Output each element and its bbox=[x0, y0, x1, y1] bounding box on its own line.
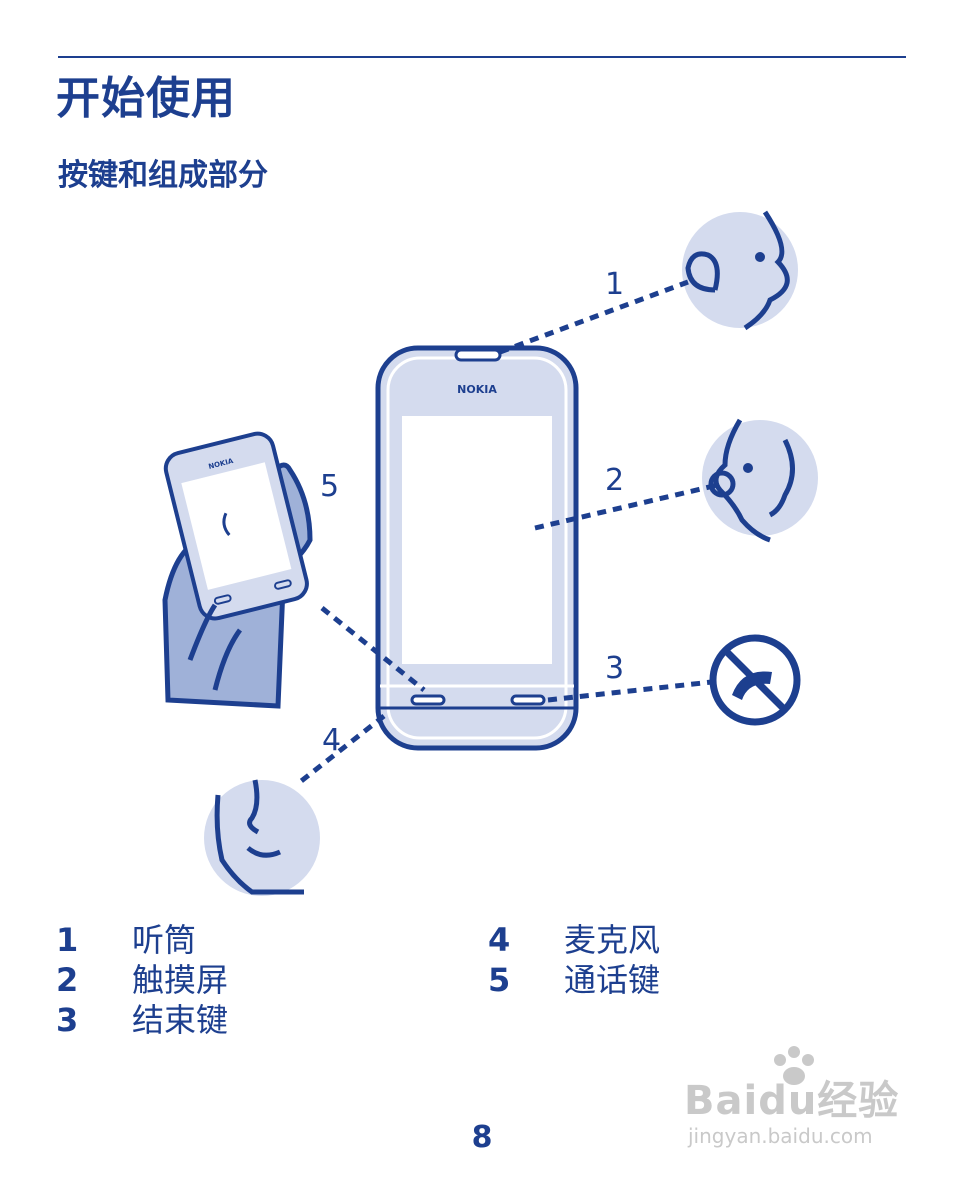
legend-item: 4 麦克风 bbox=[488, 920, 660, 960]
legend-number: 3 bbox=[56, 1001, 79, 1039]
legend-label: 结束键 bbox=[132, 1001, 229, 1039]
main-phone: NOKIA bbox=[375, 345, 579, 751]
page-number: 8 bbox=[471, 1120, 493, 1155]
legend-label: 麦克风 bbox=[564, 921, 661, 959]
legend-right: 4 麦克风 5 通话键 bbox=[488, 920, 660, 1000]
legend-label: 通话键 bbox=[564, 961, 661, 999]
legend-item: 2 触摸屏 bbox=[56, 960, 228, 1000]
earpiece-ear-illustration bbox=[682, 210, 798, 331]
legend-label: 触摸屏 bbox=[132, 961, 229, 999]
legend-item: 1 听筒 bbox=[56, 920, 228, 960]
call-key bbox=[410, 694, 446, 706]
header-rule bbox=[58, 56, 906, 58]
watermark-url: jingyan.baidu.com bbox=[688, 1124, 873, 1148]
watermark-brand: Baidu经验 bbox=[684, 1078, 900, 1124]
page-title: 开始使用 bbox=[56, 73, 236, 124]
legend-left: 1 听筒 2 触摸屏 3 结束键 bbox=[56, 920, 228, 1040]
microphone-mouth-illustration bbox=[204, 779, 320, 896]
legend-item: 3 结束键 bbox=[56, 1000, 228, 1040]
paw-print-icon bbox=[774, 1046, 814, 1085]
phone-brand-label: NOKIA bbox=[457, 383, 497, 396]
callout-3: 3 bbox=[605, 651, 624, 686]
callout-1: 1 bbox=[605, 267, 624, 302]
end-key-no-call-icon bbox=[709, 634, 801, 726]
touchscreen-face-illustration bbox=[702, 418, 818, 543]
legend-number: 5 bbox=[488, 961, 511, 999]
callout-leaders bbox=[298, 279, 719, 784]
callout-2: 2 bbox=[605, 463, 624, 498]
legend-number: 1 bbox=[56, 921, 79, 959]
legend-number: 4 bbox=[488, 921, 511, 959]
watermark: Baidu经验 jingyan.baidu.com bbox=[684, 1046, 914, 1150]
legend-number: 2 bbox=[56, 961, 79, 999]
end-key bbox=[510, 694, 546, 706]
legend-item: 5 通话键 bbox=[488, 960, 660, 1000]
callout-4: 4 bbox=[322, 723, 341, 758]
legend-label: 听筒 bbox=[132, 921, 197, 959]
section-title: 按键和组成部分 bbox=[58, 158, 268, 193]
call-key-hand-illustration: NOKIA bbox=[162, 431, 313, 709]
callout-5: 5 bbox=[320, 469, 339, 504]
